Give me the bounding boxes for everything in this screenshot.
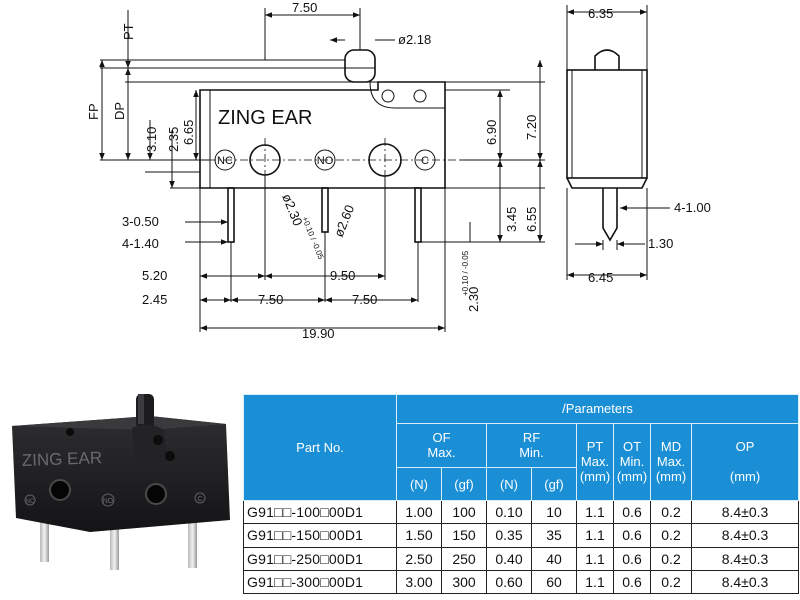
table-row: G91□□-100□00D1 1.00 100 0.10 10 1.1 0.6 … [243,500,800,525]
dim-dia-2-18: ø2.18 [398,32,431,47]
header-part-no: Part No. [243,393,397,502]
table-cell: 1.1 [576,523,614,548]
dim-fp-label: FP [86,103,101,120]
table-cell: 1.1 [576,546,614,571]
table-cell: 35 [531,523,577,548]
table-cell: 150 [441,523,487,548]
table-cell: 0.2 [650,546,692,571]
table-cell: 0.2 [650,569,692,595]
table-cell: 1.00 [396,500,442,525]
dim-3-0-50: 3-0.50 [122,214,159,229]
table-row: G91□□-150□00D1 1.50 150 0.35 35 1.1 0.6 … [243,523,800,548]
photo-brand: ZING EAR [21,448,102,470]
table-cell: 0.2 [650,500,692,525]
product-photo: ZING EAR NC NO C [12,394,230,570]
dim-7-50-bottom-1: 7.50 [258,292,283,307]
dim-dp-label: DP [112,102,127,120]
unit-rf-n: (N) [486,466,532,502]
dim-7-50-bottom-2: 7.50 [352,292,377,307]
terminal-label-nc: NC [217,155,233,167]
dimension-lines-top [264,8,395,60]
dim-6-45: 6.45 [588,270,613,285]
table-cell: 8.4±0.3 [690,523,800,548]
drawing-brand: ZING EAR [218,107,312,129]
table-cell: 10 [531,500,577,525]
table-row: G91□□-250□00D1 2.50 250 0.40 40 1.1 0.6 … [243,546,800,571]
dim-6-90: 6.90 [484,120,499,145]
dimension-lines-left [99,10,378,189]
dim-9-50: 9.50 [330,268,355,283]
table-cell: 8.4±0.3 [690,569,800,595]
header-op: OP (mm) [690,422,800,502]
unit-of-n: (N) [396,466,442,502]
table-cell: 0.35 [486,523,532,548]
dim-6-65: 6.65 [181,120,196,145]
photo-terminal-no: NO [103,498,114,505]
table-cell: 60 [531,569,577,595]
table-cell: 0.6 [613,500,651,525]
terminal-label-no: NO [317,155,334,167]
table-cell: 0.2 [650,523,692,548]
table-cell: 250 [441,546,487,571]
header-md: MD Max. (mm) [650,422,692,502]
table-cell: 1.50 [396,523,442,548]
dim-1-30: 1.30 [648,236,673,251]
dim-dia-2-60: ø2.60 [331,203,357,239]
dimension-lines-right [421,60,545,243]
dim-2-35: 2.35 [166,127,181,152]
table-cell: 8.4±0.3 [690,500,800,525]
dimension-lines-bottom [185,175,471,332]
dim-pt-label: PT [121,23,136,40]
header-pt: PT Max. (mm) [576,422,614,502]
table-cell: 1.1 [576,500,614,525]
dim-7-20: 7.20 [524,115,539,140]
dim-dia-2-30: ø2.30 [279,192,305,228]
dim-2-30-vertical-tolerance: +0.10 / -0.05 [461,250,470,296]
table-cell: 40 [531,546,577,571]
part-number: G91□□-250□00D1 [243,546,397,571]
photo-terminal-nc: NC [26,499,35,505]
table-cell: 300 [441,569,487,595]
table-cell: 0.10 [486,500,532,525]
dim-19-90: 19.90 [302,326,335,340]
table-cell: 0.6 [613,569,651,595]
dim-4-1-00: 4-1.00 [674,200,711,215]
part-number: G91□□-100□00D1 [243,500,397,525]
switch-side-view [566,5,670,280]
dim-3-45: 3.45 [504,207,519,232]
dim-4-1-40: 4-1.40 [122,236,159,251]
dim-6-35: 6.35 [588,6,613,21]
part-number: G91□□-300□00D1 [243,569,397,595]
header-ot: OT Min. (mm) [613,422,651,502]
table-cell: 1.1 [576,569,614,595]
table-row: G91□□-300□00D1 3.00 300 0.60 60 1.1 0.6 … [243,569,800,595]
switch-front-view [160,49,470,243]
table-cell: 0.40 [486,546,532,571]
technical-drawing: ZING EAR NC NO C 7.50 ø2.18 PT FP DP 3.1… [86,0,711,340]
part-number: G91□□-150□00D1 [243,523,397,548]
dim-5-20: 5.20 [142,268,167,283]
photo-terminal-c: C [197,496,202,503]
table-cell: 0.6 [613,523,651,548]
table-cell: 0.60 [486,569,532,595]
table-cell: 3.00 [396,569,442,595]
table-cell: 0.6 [613,546,651,571]
table-cell: 8.4±0.3 [690,546,800,571]
table-cell: 100 [441,500,487,525]
dim-2-45: 2.45 [142,292,167,307]
parameters-table: Part No. /Parameters OF Max. RF Min. PT … [243,393,800,595]
unit-of-gf: (gf) [441,466,487,502]
dim-2-30-vertical: 2.30 [466,287,481,312]
terminal-label-c: C [421,155,429,167]
header-parameters: /Parameters [395,394,800,424]
unit-rf-gf: (gf) [531,466,577,502]
dim-6-55: 6.55 [524,207,539,232]
header-rf: RF Min. [486,422,577,468]
table-cell: 2.50 [396,546,442,571]
header-of: OF Max. [396,422,487,468]
dim-3-10: 3.10 [144,127,159,152]
dim-7-50-top: 7.50 [292,0,317,15]
